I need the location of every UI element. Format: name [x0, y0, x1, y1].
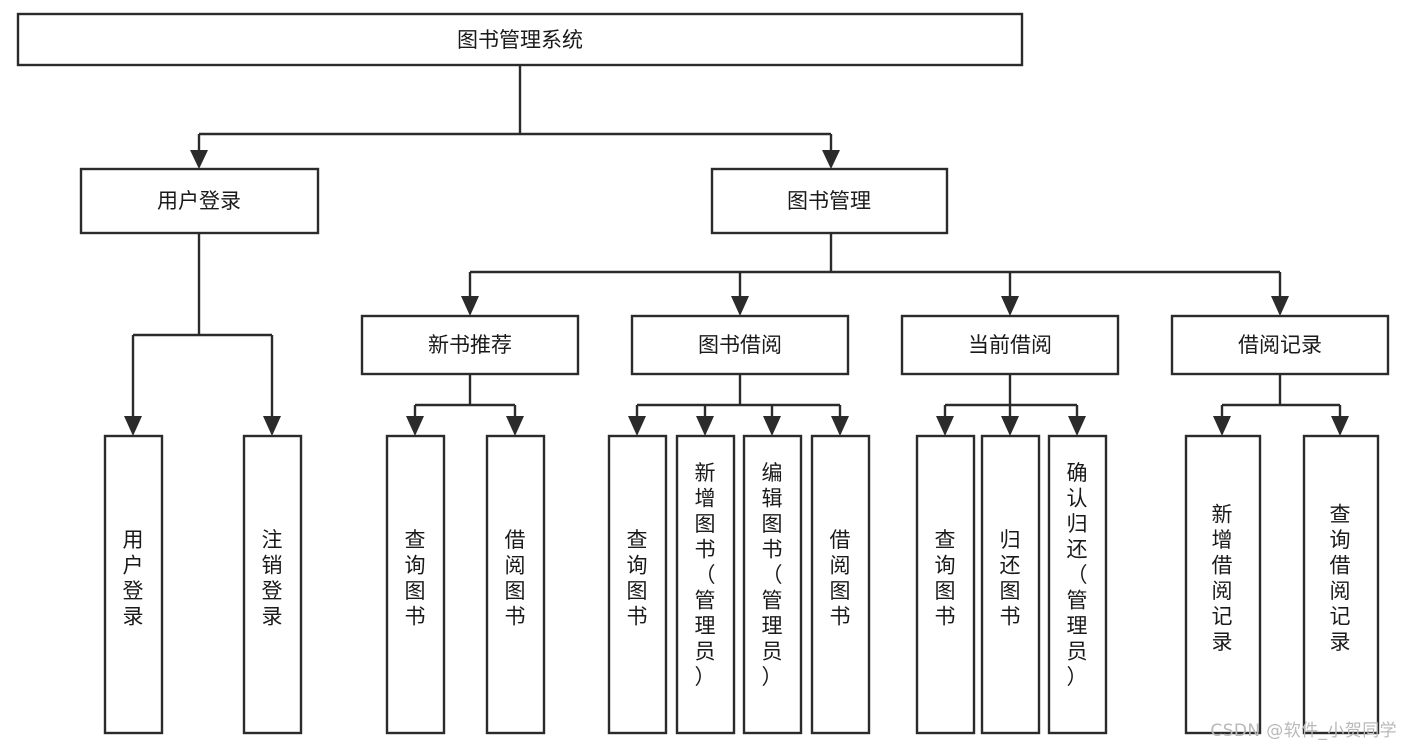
- arrow-head-leaf-query-book-rec: [406, 416, 424, 436]
- node-root-box[interactable]: [16, 12, 1024, 67]
- node-new-book-recommend[interactable]: 新书推荐: [360, 314, 580, 376]
- node-leaf-confirm-return-label: 确认归还（管理员）: [1067, 461, 1088, 689]
- leaf-label-layer: 用户登录 注销登录 查询图书 借阅图书 查询图书 新增图书（管理员） 编辑图书（…: [123, 461, 1351, 689]
- node-leaf-return-book-label: 归还图书: [1000, 528, 1021, 629]
- arrow-head-user-login: [190, 150, 208, 169]
- connector-group-user-login: [124, 233, 281, 436]
- node-book-manage[interactable]: 图书管理: [710, 167, 949, 235]
- node-leaf-logout-box[interactable]: [242, 434, 303, 735]
- arrow-head-leaf-query-record: [1331, 416, 1349, 436]
- node-leaf-user-login-box[interactable]: [103, 434, 164, 735]
- node-root[interactable]: 图书管理系统: [16, 12, 1024, 67]
- node-borrow-record-label: 借阅记录: [1238, 333, 1322, 357]
- csdn-watermark: CSDN @软件_小贺同学: [1210, 721, 1397, 741]
- arrow-head-borrow-record: [1271, 296, 1289, 316]
- arrow-head-leaf-add-book: [696, 416, 714, 436]
- node-new-book-recommend-label: 新书推荐: [428, 333, 512, 357]
- node-leaf-query-book-rec-label: 查询图书: [405, 528, 426, 629]
- connector-group-current-borrow: [936, 374, 1086, 436]
- node-user-login[interactable]: 用户登录: [79, 167, 320, 235]
- node-leaf-add-record-box[interactable]: [1184, 434, 1262, 735]
- arrow-head-new-book-recommend: [461, 296, 479, 316]
- node-leaf-add-book-label: 新增图书（管理员）: [695, 461, 716, 689]
- arrow-head-leaf-user-login: [124, 416, 142, 436]
- node-user-login-box[interactable]: [79, 167, 320, 235]
- arrow-head-leaf-add-record: [1213, 416, 1231, 436]
- node-leaf-add-record-label: 新增借阅记录: [1212, 502, 1233, 654]
- node-new-book-recommend-box[interactable]: [360, 314, 580, 376]
- node-leaf-edit-book-label: 编辑图书（管理员）: [762, 461, 783, 689]
- arrow-head-leaf-edit-book: [763, 416, 781, 436]
- leaf-nodes: [103, 434, 1380, 735]
- node-leaf-borrow-book-rec-box[interactable]: [485, 434, 546, 735]
- arrow-head-leaf-borrow-book: [831, 416, 849, 436]
- node-book-manage-box[interactable]: [710, 167, 949, 235]
- node-leaf-borrow-book-box[interactable]: [810, 434, 871, 735]
- arrow-head-leaf-return-book: [1001, 416, 1019, 436]
- node-leaf-query-book-borrow-box[interactable]: [607, 434, 668, 735]
- node-book-borrow-box[interactable]: [630, 314, 850, 376]
- node-leaf-logout-label: 注销登录: [262, 528, 283, 629]
- node-user-login-label: 用户登录: [157, 189, 241, 213]
- arrow-head-book-manage: [822, 150, 840, 169]
- arrow-head-leaf-query-book-borrow: [628, 416, 646, 436]
- node-leaf-add-book-box[interactable]: [675, 434, 736, 735]
- node-leaf-return-book-box[interactable]: [980, 434, 1041, 735]
- node-book-borrow-label: 图书借阅: [698, 333, 782, 357]
- node-leaf-query-record-label: 查询借阅记录: [1330, 502, 1351, 654]
- node-book-manage-label: 图书管理: [787, 189, 871, 213]
- node-current-borrow[interactable]: 当前借阅: [900, 314, 1120, 376]
- node-leaf-query-book-cur-box[interactable]: [915, 434, 976, 735]
- node-leaf-edit-book-box[interactable]: [742, 434, 803, 735]
- node-leaf-query-book-cur-label: 查询图书: [935, 528, 956, 629]
- node-borrow-record-box[interactable]: [1170, 314, 1390, 376]
- node-leaf-confirm-return-box[interactable]: [1047, 434, 1108, 735]
- arrow-head-book-borrow: [731, 296, 749, 316]
- connector-group-root: [190, 65, 840, 169]
- node-leaf-query-record-box[interactable]: [1302, 434, 1380, 735]
- node-book-borrow[interactable]: 图书借阅: [630, 314, 850, 376]
- arrow-head-leaf-logout: [263, 416, 281, 436]
- node-root-label: 图书管理系统: [457, 28, 583, 52]
- node-leaf-borrow-book-rec-label: 借阅图书: [505, 528, 526, 629]
- arrow-head-leaf-confirm-return: [1068, 416, 1086, 436]
- arrow-head-leaf-query-book-cur: [936, 416, 954, 436]
- node-borrow-record[interactable]: 借阅记录: [1170, 314, 1390, 376]
- connector-group-book-manage: [461, 233, 1289, 316]
- connector-group-new-book-recommend: [406, 374, 524, 436]
- node-leaf-query-book-rec-box[interactable]: [385, 434, 446, 735]
- connector-group-book-borrow: [628, 374, 849, 436]
- node-leaf-borrow-book-label: 借阅图书: [830, 528, 851, 629]
- node-current-borrow-label: 当前借阅: [968, 333, 1052, 357]
- node-leaf-user-login-label: 用户登录: [123, 528, 144, 629]
- arrow-head-leaf-borrow-book-rec: [506, 416, 524, 436]
- arrow-head-current-borrow: [1001, 296, 1019, 316]
- node-current-borrow-box[interactable]: [900, 314, 1120, 376]
- node-leaf-query-book-borrow-label: 查询图书: [627, 528, 648, 629]
- connector-group-borrow-record: [1213, 374, 1349, 436]
